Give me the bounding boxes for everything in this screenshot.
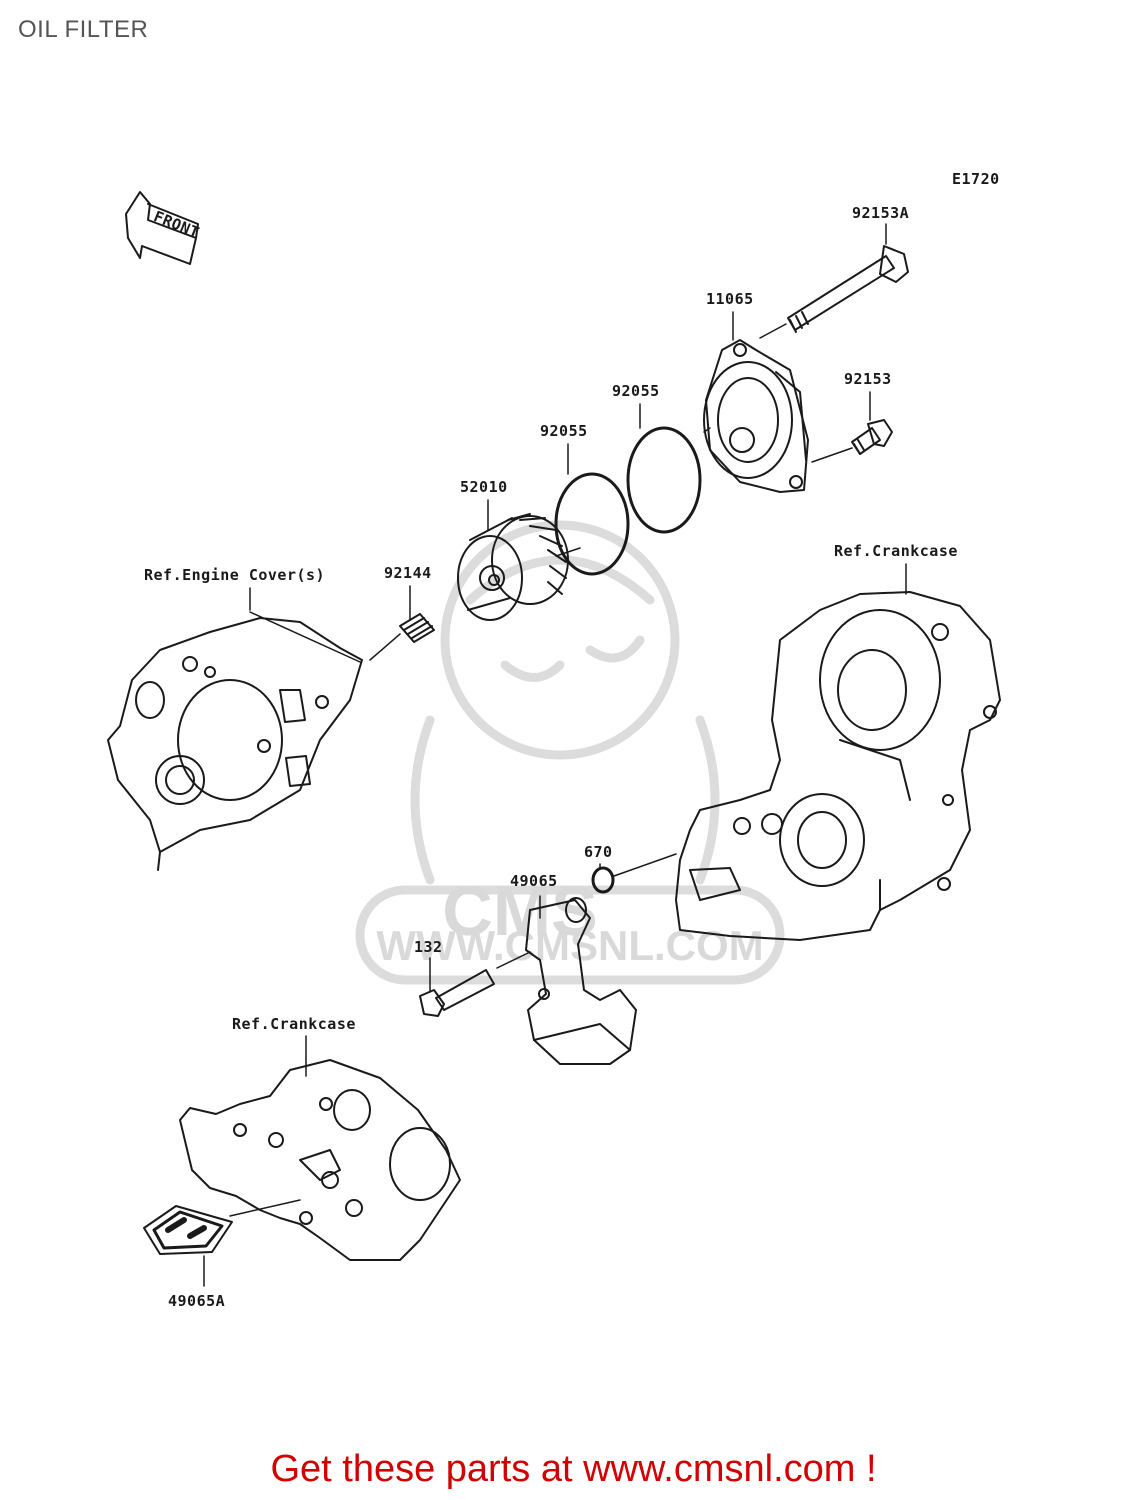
part-label-92153: 92153 — [844, 370, 892, 388]
part-label-670: 670 — [584, 843, 613, 861]
bolt-92153a — [787, 245, 909, 333]
spring-92144 — [399, 613, 435, 643]
watermark-logo — [355, 520, 785, 985]
oil-filter-52010 — [457, 513, 569, 621]
part-label-92055-outer: 92055 — [612, 382, 660, 400]
crankcase-right-ref — [675, 591, 1001, 941]
oil-strainer-49065 — [525, 897, 637, 1065]
front-label: FRONT — [151, 207, 202, 242]
o-ring-92055-inner — [554, 472, 630, 576]
get-parts-link[interactable]: Get these parts at www.cmsnl.com ! — [270, 1448, 877, 1490]
front-arrow-icon — [125, 191, 199, 265]
part-label-92055-inner: 92055 — [540, 422, 588, 440]
ref-engine-cover-label: Ref.Engine Cover(s) — [144, 566, 325, 584]
part-label-132: 132 — [414, 938, 443, 956]
crankcase-bottom-ref — [179, 1059, 461, 1261]
part-label-92144: 92144 — [384, 564, 432, 582]
oil-filter-exploded-diagram: CMS WWW.CMSNL.COM FRONT — [107, 170, 1001, 1310]
engine-cover-ref — [107, 617, 363, 871]
watermark-brand: CMS — [442, 872, 598, 950]
bolt-132 — [419, 969, 495, 1017]
o-ring-670 — [591, 866, 615, 894]
part-label-11065: 11065 — [706, 290, 754, 308]
bolt-92153 — [851, 419, 893, 455]
o-ring-92055-outer — [626, 426, 702, 534]
part-label-49065: 49065 — [510, 872, 558, 890]
filter-cover-11065 — [703, 339, 809, 493]
part-label-52010: 52010 — [460, 478, 508, 496]
part-label-49065a: 49065A — [168, 1292, 225, 1310]
ref-crankcase-bottom-label: Ref.Crankcase — [232, 1015, 356, 1033]
page-title: OIL FILTER — [18, 16, 149, 43]
part-label-92153a: 92153A — [852, 204, 909, 222]
diagram-code-label: E1720 — [952, 170, 1000, 188]
strainer-screen-49065a — [143, 1205, 233, 1255]
ref-crankcase-right-label: Ref.Crankcase — [834, 542, 958, 560]
watermark-url: WWW.CMSNL.COM — [376, 922, 763, 969]
leader-lines — [203, 223, 907, 1287]
